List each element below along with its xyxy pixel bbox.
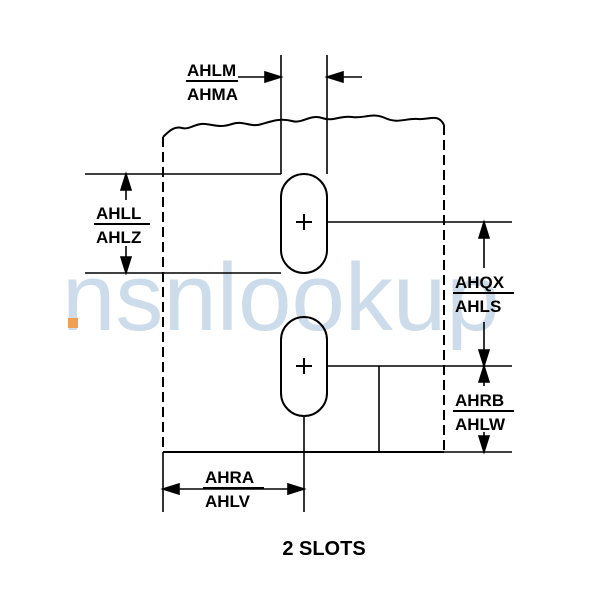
slot-spacing-arrow-top bbox=[477, 219, 491, 239]
side-arrow-left bbox=[160, 482, 180, 496]
edge-arrow-top bbox=[477, 363, 491, 383]
slot-spacing-upper: AHQX bbox=[455, 273, 505, 292]
slot-length-arrow-bottom bbox=[119, 256, 133, 276]
slot-spacing-lower: AHLS bbox=[455, 297, 501, 316]
watermark-text: nsnlookup bbox=[62, 244, 500, 351]
dimension-labels: AHLM AHMA AHLL AHLZ AHQX AHLS AHRB AHLW … bbox=[94, 61, 514, 511]
slot-width-arrow-right bbox=[324, 70, 344, 84]
caption: 2 SLOTS bbox=[282, 538, 365, 560]
side-distance-lower: AHLV bbox=[205, 492, 251, 511]
extension-lines bbox=[85, 55, 512, 512]
edge-distance-upper: AHRB bbox=[455, 391, 504, 410]
slot-spacing-label: AHQX AHLS bbox=[453, 273, 514, 316]
side-distance-label: AHRA AHLV bbox=[203, 468, 264, 511]
side-arrow-right bbox=[287, 482, 307, 496]
watermark-accent-dot bbox=[68, 318, 78, 328]
slot-width-upper: AHLM bbox=[187, 61, 236, 80]
side-distance-upper: AHRA bbox=[205, 468, 254, 487]
edge-distance-lower: AHLW bbox=[455, 415, 506, 434]
slot-length-label: AHLL AHLZ bbox=[94, 204, 150, 247]
slot-length-arrow-top bbox=[119, 171, 133, 191]
dimension-lines bbox=[119, 70, 491, 496]
slot-length-upper: AHLL bbox=[96, 204, 141, 223]
edge-distance-label: AHRB AHLW bbox=[453, 391, 514, 434]
slot-spacing-arrow-bottom bbox=[477, 349, 491, 369]
slot-width-lower: AHMA bbox=[187, 85, 238, 104]
slot-length-lower: AHLZ bbox=[96, 228, 141, 247]
slot-width-arrow-left bbox=[264, 70, 284, 84]
upper-slot bbox=[280, 173, 328, 274]
slot-width-label: AHLM AHMA bbox=[186, 61, 238, 104]
watermark: nsnlookup bbox=[62, 244, 500, 351]
edge-arrow-bottom bbox=[477, 435, 491, 455]
break-line bbox=[162, 114, 445, 138]
